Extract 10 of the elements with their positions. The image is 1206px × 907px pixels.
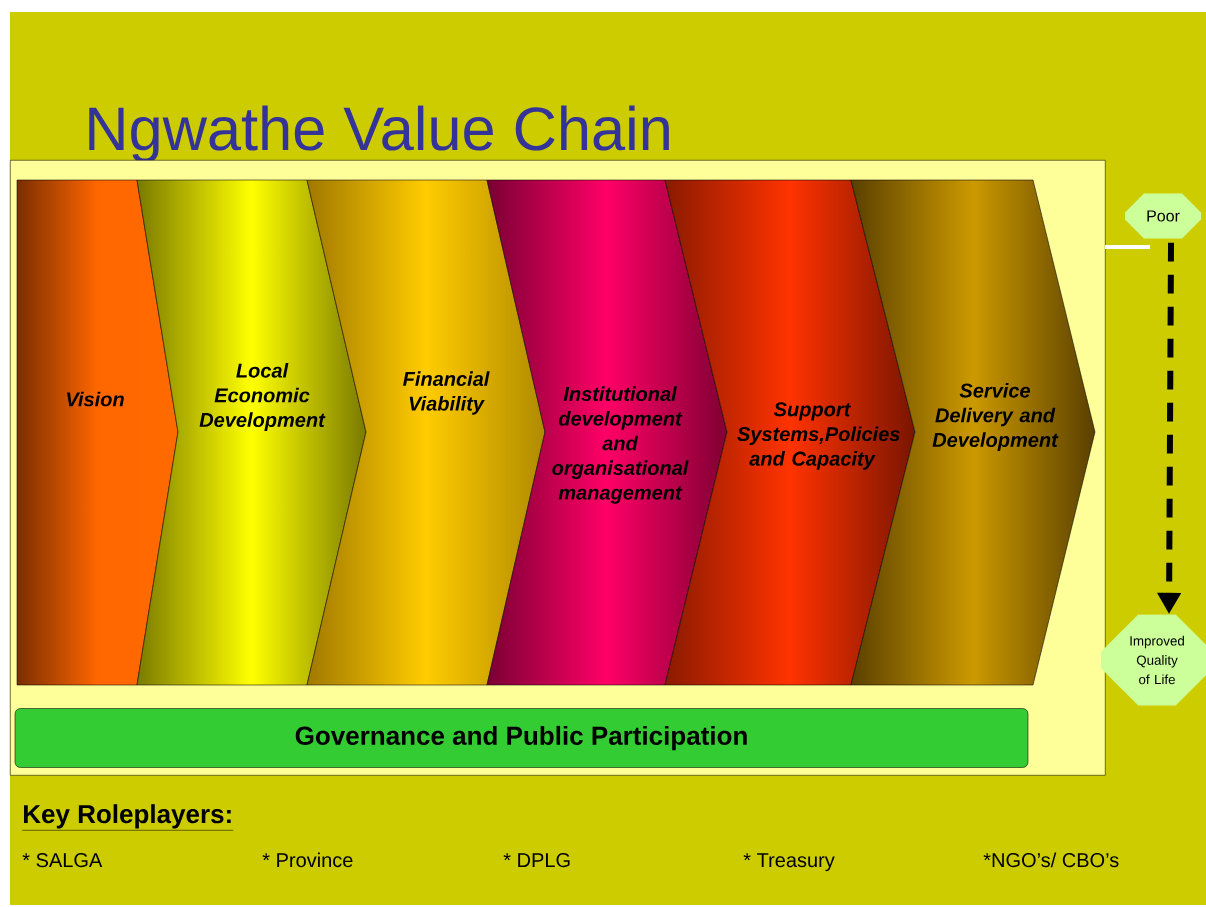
roleplayer-label: *NGO’s/ CBO’s	[983, 852, 1119, 868]
roleplayer-label: * SALGA	[22, 853, 103, 868]
title: Ngwathe Value Chain	[89, 105, 669, 163]
roleplayer-label: * DPLG	[503, 853, 570, 868]
heading: Key Roleplayers:	[22, 804, 234, 831]
roleplayer-label: * Treasury	[743, 853, 835, 872]
governance-band: Governance and Public Participation	[14, 708, 1029, 768]
octagon-box: Improved Quality of Life	[1101, 614, 1206, 706]
roleplayer-label: * Province	[262, 852, 353, 868]
octagon-box: Poor	[1125, 193, 1201, 239]
